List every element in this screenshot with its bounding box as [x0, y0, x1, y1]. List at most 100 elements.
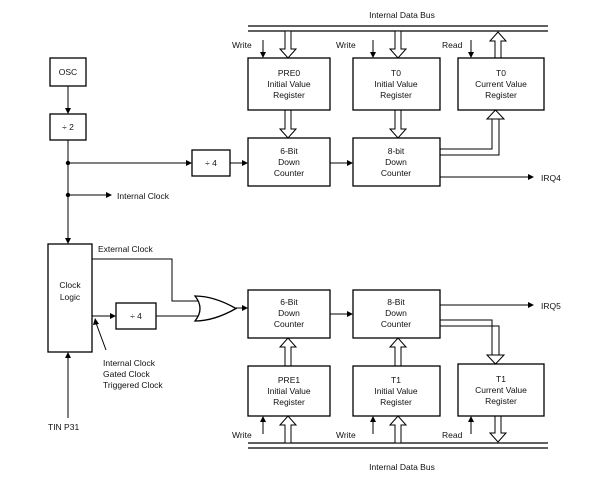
8bit-to-t0-current-arrowhead — [485, 109, 506, 120]
bus-to-t0-initial-arrow — [388, 30, 408, 59]
t0-current-to-bus-arrow — [488, 31, 508, 59]
divide-by-4-top-block: ÷ 4 — [191, 149, 231, 177]
svg-text:Counter: Counter — [381, 168, 411, 178]
8bit-down-counter-bottom-block: 8-Bit Down Counter — [352, 289, 441, 339]
t0-initial-value-register-block: T0 Initial Value Register — [352, 57, 441, 111]
svg-text:Counter: Counter — [274, 319, 304, 329]
svg-text:Initial Value: Initial Value — [374, 79, 418, 89]
svg-text:Down: Down — [385, 157, 407, 167]
svg-text:Initial Value: Initial Value — [267, 386, 311, 396]
svg-text:Current Value: Current Value — [475, 385, 527, 395]
clock-mode-pointer — [95, 322, 107, 351]
6bit-to-8bit-top-arrowhead — [347, 160, 353, 166]
bus-to-pre1-arrow — [278, 415, 298, 444]
svg-text:Register: Register — [273, 90, 305, 100]
svg-text:Register: Register — [380, 397, 412, 407]
divide-by-2-block: ÷ 2 — [49, 113, 87, 141]
or-to-6bit-arrowhead — [242, 305, 248, 311]
8bit-to-t1-current-arrowhead — [485, 354, 506, 365]
clock-logic-block: Clock Logic — [47, 243, 93, 353]
t0-write-label: Write — [336, 40, 356, 50]
bus-to-pre0-arrow — [278, 30, 298, 59]
svg-text:Initial Value: Initial Value — [267, 79, 311, 89]
svg-text:Counter: Counter — [274, 168, 304, 178]
external-clock-line — [92, 258, 202, 302]
clock-mode-pointer-arrowhead — [93, 318, 99, 325]
bus-to-t1-initial-arrow — [388, 415, 408, 444]
osc-block: OSC — [49, 57, 87, 87]
svg-text:Counter: Counter — [381, 319, 411, 329]
8bit-down-counter-top-block: 8-bit Down Counter — [352, 137, 441, 187]
pre0-write-label: Write — [232, 40, 252, 50]
svg-text:Current Value: Current Value — [475, 79, 527, 89]
irq4-arrowhead — [528, 174, 534, 180]
irq5-arrowhead — [528, 302, 534, 308]
bottom-data-bus-label: Internal Data Bus — [369, 462, 435, 472]
pre1-write-arrowhead — [260, 416, 266, 422]
svg-text:Register: Register — [273, 397, 305, 407]
t1-write-arrowhead — [370, 416, 376, 422]
svg-text:PRE1: PRE1 — [278, 375, 300, 385]
svg-text:÷ 4: ÷ 4 — [130, 311, 142, 321]
t1-current-value-register-block: T1 Current Value Register — [457, 363, 545, 417]
6bit-down-counter-bottom-block: 6-Bit Down Counter — [247, 289, 331, 339]
osc-to-div2-arrowhead — [65, 108, 71, 114]
svg-text:Down: Down — [385, 308, 407, 318]
clock-mode-triggered: Triggered Clock — [103, 380, 163, 390]
tin-input-arrowhead — [65, 352, 71, 358]
t0-read-arrowhead — [468, 52, 474, 58]
pre0-write-arrowhead — [260, 52, 266, 58]
8bit-to-t1-current-path-2 — [440, 325, 500, 356]
pre1-write-label: Write — [232, 430, 252, 440]
t1-current-to-bus-arrow — [488, 415, 508, 443]
irq5-label: IRQ5 — [541, 301, 561, 311]
svg-text:÷ 4: ÷ 4 — [205, 158, 217, 168]
svg-text:÷ 2: ÷ 2 — [62, 122, 74, 132]
t0-current-value-register-block: T0 Current Value Register — [457, 57, 545, 111]
pre0-register-block: PRE0 Initial Value Register — [247, 57, 331, 111]
svg-text:T0: T0 — [391, 68, 401, 78]
t1-read-label: Read — [442, 430, 463, 440]
t0-write-arrowhead — [370, 52, 376, 58]
svg-text:6-Bit: 6-Bit — [280, 146, 298, 156]
svg-text:Down: Down — [278, 157, 300, 167]
or-gate — [193, 295, 238, 322]
external-clock-label: External Clock — [98, 244, 154, 254]
svg-text:OSC: OSC — [59, 67, 77, 77]
clock-mode-gated: Gated Clock — [103, 369, 151, 379]
svg-text:T1: T1 — [391, 375, 401, 385]
t1-read-arrowhead — [468, 416, 474, 422]
svg-text:T0: T0 — [496, 68, 506, 78]
pre1-register-block: PRE1 Initial Value Register — [247, 365, 331, 417]
svg-text:Clock: Clock — [59, 280, 81, 290]
divide-by-4-bottom-block: ÷ 4 — [115, 302, 157, 330]
div4-top-to-6bit-arrowhead — [242, 160, 248, 166]
svg-text:8-Bit: 8-Bit — [387, 297, 405, 307]
t0-initial-to-8bit-arrow — [388, 109, 408, 139]
svg-text:Down: Down — [278, 308, 300, 318]
6bit-to-8bit-bottom-arrowhead — [347, 311, 353, 317]
t0-read-label: Read — [442, 40, 463, 50]
svg-text:Register: Register — [380, 90, 412, 100]
svg-text:PRE0: PRE0 — [278, 68, 300, 78]
internal-clock-arrowhead — [106, 192, 112, 198]
pre0-to-6bit-arrow — [278, 109, 298, 139]
svg-text:8-bit: 8-bit — [388, 146, 405, 156]
tin-p31-label: TIN P31 — [48, 422, 79, 432]
8bit-to-t0-current-path-2 — [440, 118, 500, 156]
t1-initial-to-8bit-arrow — [388, 337, 408, 367]
t1-write-label: Write — [336, 430, 356, 440]
8bit-to-t1-current-path — [440, 319, 493, 356]
8bit-to-t0-current-path — [440, 118, 493, 150]
clock-logic-to-div4-arrowhead — [110, 313, 116, 319]
svg-text:Logic: Logic — [60, 292, 81, 302]
internal-clock-label: Internal Clock — [117, 191, 170, 201]
top-data-bus-label: Internal Data Bus — [369, 10, 435, 20]
svg-text:Register: Register — [485, 90, 517, 100]
pre1-to-6bit-arrow — [278, 337, 298, 367]
6bit-down-counter-top-block: 6-Bit Down Counter — [247, 137, 331, 187]
svg-text:6-Bit: 6-Bit — [280, 297, 298, 307]
irq4-label: IRQ4 — [541, 173, 561, 183]
svg-text:Initial Value: Initial Value — [374, 386, 418, 396]
div2-to-clock-logic-arrowhead — [65, 238, 71, 244]
